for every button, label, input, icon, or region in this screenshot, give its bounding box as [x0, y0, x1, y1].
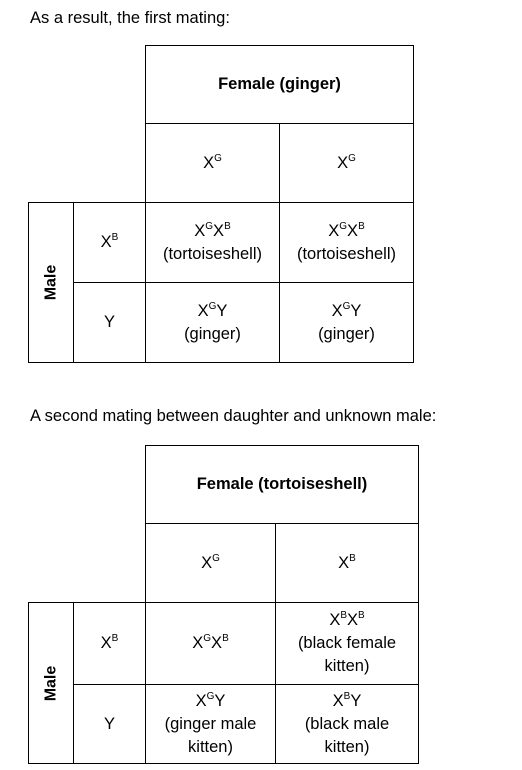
offspring-cell-1-r2c2: XGY(ginger) — [279, 282, 414, 363]
allele-superscript: B — [111, 232, 119, 243]
allele-superscript: B — [343, 690, 351, 702]
punnett-square-1: Female (ginger) XG XG Male XB Y XGXB(tor… — [28, 45, 414, 363]
male-label-1: Male — [42, 264, 60, 301]
female-allele-2-2: XB — [275, 523, 419, 603]
allele-superscript: B — [358, 220, 365, 232]
offspring-genotype: XBXB — [329, 609, 364, 632]
allele-label: XG — [201, 552, 220, 575]
allele-superscript: B — [349, 552, 356, 564]
allele-base: X — [194, 221, 206, 240]
allele-label: XG — [203, 152, 222, 175]
allele-base: X — [213, 221, 225, 240]
offspring-description: kitten) — [324, 737, 370, 756]
male-label-2: Male — [42, 665, 60, 701]
allele-superscript: G — [205, 220, 214, 232]
intro-second-mating: A second mating between daughter and unk… — [30, 407, 437, 425]
allele-base: X — [211, 634, 223, 652]
offspring-cell-2-r1c1: XGXB — [145, 602, 276, 685]
allele-base: X — [195, 691, 207, 710]
offspring-description: (tortoiseshell) — [296, 244, 397, 263]
offspring-description: (ginger) — [184, 324, 241, 343]
allele-base: Y — [103, 714, 115, 733]
offspring-description: (tortoiseshell) — [162, 244, 263, 263]
offspring-genotype: XGY — [332, 300, 362, 323]
allele-base: Y — [216, 301, 228, 320]
offspring-genotype: XGXB — [192, 632, 228, 655]
allele-base: Y — [103, 313, 115, 331]
allele-superscript: B — [340, 610, 347, 621]
allele-superscript: B — [111, 633, 119, 644]
allele-base: X — [347, 221, 359, 240]
offspring-description: (ginger male — [164, 714, 257, 733]
offspring-cell-1-r1c1: XGXB(tortoiseshell) — [145, 202, 280, 283]
intro-first-mating: As a result, the first mating: — [30, 9, 230, 27]
allele-base: X — [332, 691, 344, 710]
offspring-genotype: XGY — [198, 300, 228, 323]
male-allele-1-2: Y — [73, 282, 146, 363]
allele-base: X — [100, 634, 112, 652]
offspring-genotype: XGY — [196, 690, 226, 713]
allele-superscript: G — [342, 300, 351, 312]
male-allele-2-2: Y — [73, 684, 146, 764]
allele-superscript: B — [222, 633, 229, 644]
male-allele-2-1: XB — [73, 602, 146, 685]
allele-superscript: G — [214, 152, 222, 164]
punnett-square-2: Female (tortoiseshell) XG XB Male XB Y X… — [28, 445, 419, 764]
allele-label: XB — [101, 632, 119, 655]
offspring-description: kitten) — [188, 737, 233, 756]
female-header-1: Female (ginger) — [145, 45, 414, 124]
offspring-genotype: XGXB — [194, 220, 230, 243]
allele-superscript: G — [208, 300, 217, 312]
offspring-description: (ginger) — [318, 324, 375, 343]
allele-base: X — [203, 153, 215, 172]
allele-base: X — [331, 301, 343, 320]
allele-label: XB — [338, 552, 356, 575]
allele-base: X — [201, 553, 213, 572]
allele-superscript: G — [339, 220, 348, 232]
allele-superscript: G — [206, 690, 215, 702]
allele-base: X — [329, 611, 341, 629]
offspring-cell-1-r1c2: XGXB(tortoiseshell) — [279, 202, 414, 283]
allele-superscript: B — [358, 610, 365, 621]
allele-base: X — [338, 553, 350, 572]
allele-base: Y — [214, 691, 226, 710]
male-header-1: Male — [28, 202, 74, 363]
allele-base: X — [347, 611, 359, 629]
allele-base: X — [197, 301, 209, 320]
offspring-description: (black male — [304, 714, 390, 733]
allele-label: Y — [104, 311, 115, 334]
offspring-genotype: XGXB — [328, 220, 364, 243]
allele-label: Y — [104, 713, 115, 736]
allele-base: X — [100, 233, 112, 251]
male-allele-1-1: XB — [73, 202, 146, 283]
allele-label: XG — [337, 152, 356, 175]
allele-superscript: B — [224, 220, 231, 232]
allele-label: XB — [101, 231, 119, 254]
offspring-description: (black female — [297, 634, 397, 652]
allele-superscript: G — [348, 152, 356, 164]
offspring-cell-1-r2c1: XGY(ginger) — [145, 282, 280, 363]
allele-superscript: G — [203, 633, 212, 644]
female-allele-1-1: XG — [145, 123, 280, 203]
male-header-2: Male — [28, 602, 74, 764]
offspring-genotype: XBY — [333, 690, 362, 713]
offspring-description: kitten) — [324, 657, 370, 675]
allele-base: Y — [350, 301, 362, 320]
allele-base: X — [328, 221, 340, 240]
female-allele-2-1: XG — [145, 523, 276, 603]
allele-superscript: G — [212, 552, 220, 564]
allele-base: Y — [350, 691, 362, 710]
female-header-2: Female (tortoiseshell) — [145, 445, 419, 524]
allele-base: X — [337, 153, 349, 172]
female-allele-1-2: XG — [279, 123, 414, 203]
allele-base: X — [192, 634, 204, 652]
